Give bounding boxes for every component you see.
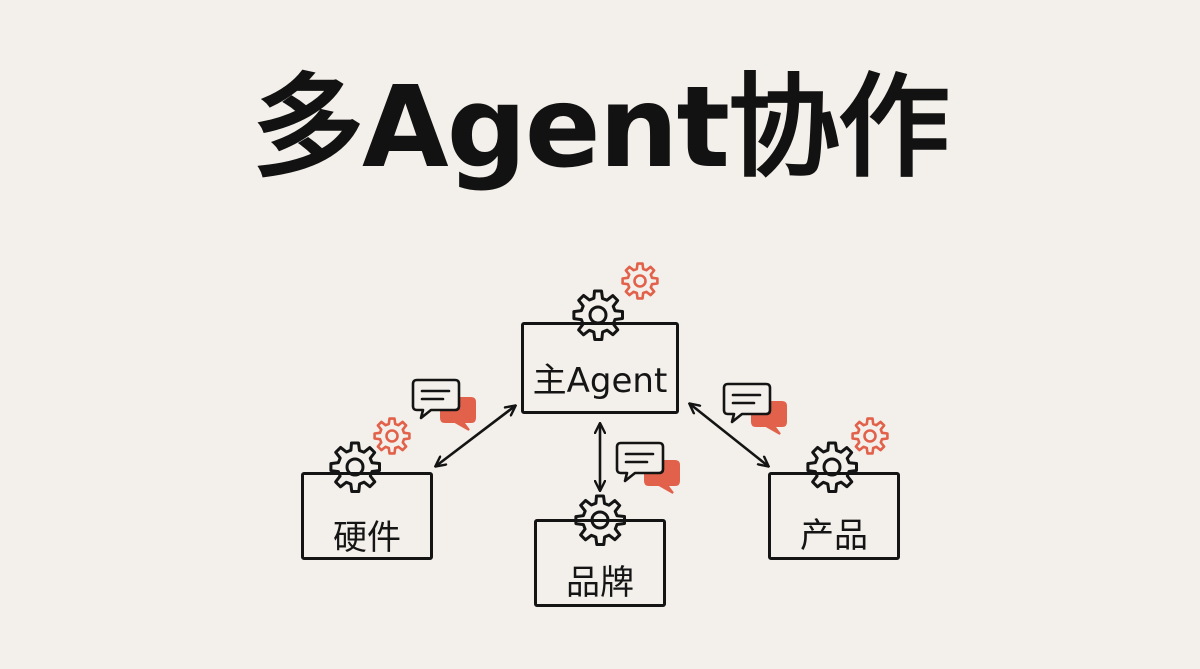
edge-main-hardware — [436, 406, 515, 466]
node-hardware: 硬件 — [301, 472, 433, 560]
edge-main-product — [690, 404, 768, 466]
chat-bubble-icon — [722, 382, 788, 436]
node-product: 产品 — [768, 472, 900, 560]
chat-bubble-icon — [615, 441, 681, 495]
node-hardware-label: 硬件 — [333, 518, 401, 558]
gear-icon — [621, 262, 659, 300]
chat-bubble-icon — [411, 378, 477, 432]
gear-icon — [373, 417, 411, 455]
node-main-agent: 主Agent — [521, 322, 679, 414]
node-main-agent-label: 主Agent — [532, 361, 668, 401]
node-product-label: 产品 — [800, 516, 868, 556]
page-title: 多Agent协作 — [251, 63, 950, 193]
node-brand-label: 品牌 — [566, 563, 634, 603]
gear-icon — [851, 417, 889, 455]
node-brand: 品牌 — [534, 519, 666, 607]
